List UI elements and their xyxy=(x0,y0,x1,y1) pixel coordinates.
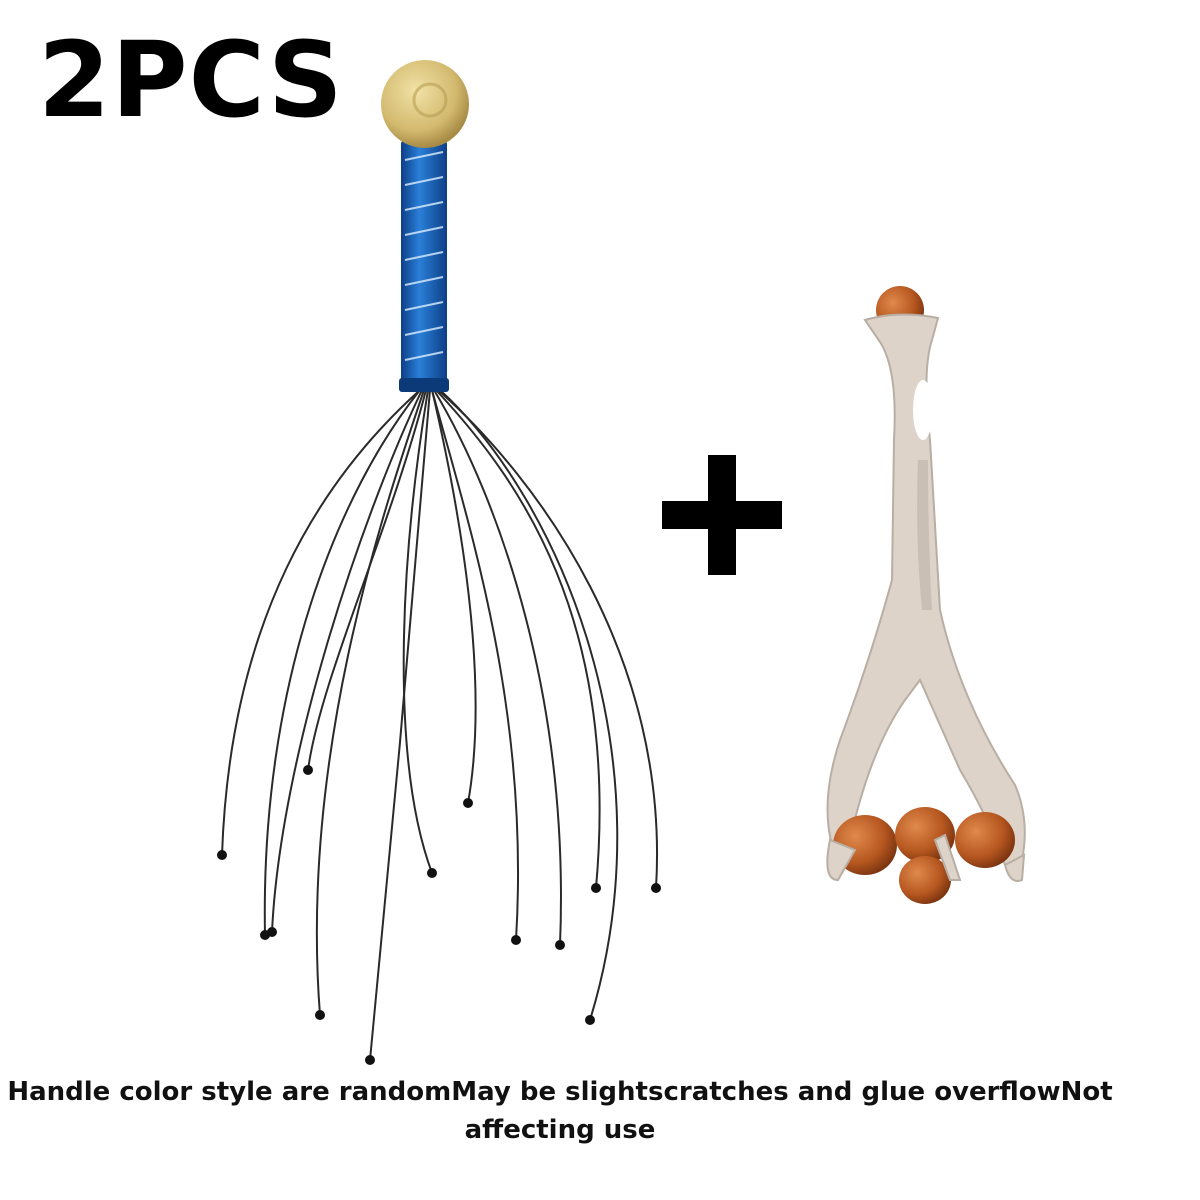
plus-sign xyxy=(662,455,782,575)
roller-massager-image xyxy=(826,286,1026,904)
product-caption: Handle color style are randomMay be slig… xyxy=(7,1077,1113,1145)
scalp-massager-image xyxy=(217,60,661,1065)
product-title: 2PCS xyxy=(38,19,344,141)
